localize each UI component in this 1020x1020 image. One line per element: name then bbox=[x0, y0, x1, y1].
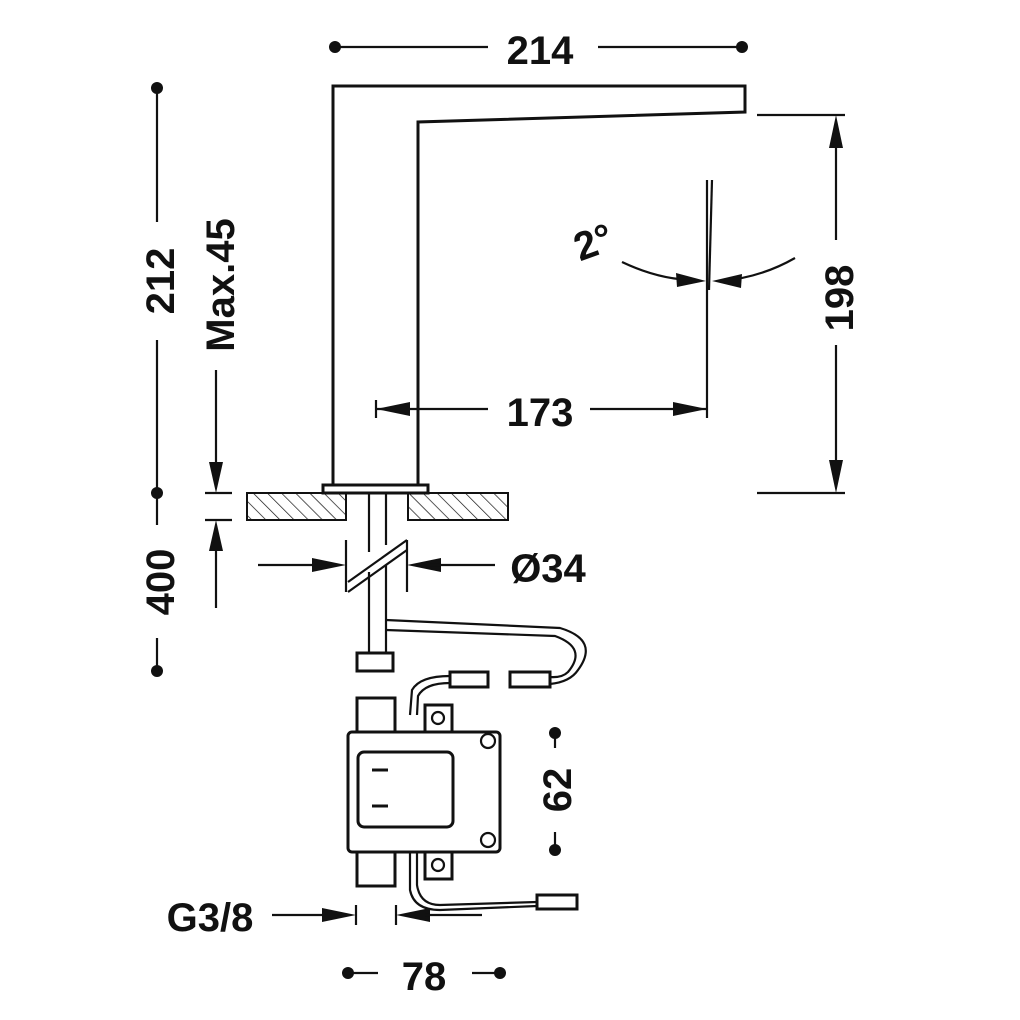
dimension-label-2deg: 2° bbox=[568, 216, 619, 270]
dimension-400-hose: 400 bbox=[139, 493, 183, 677]
dimension-label-78: 78 bbox=[402, 955, 447, 999]
supply-hose bbox=[347, 493, 587, 716]
dimension-max-45-deck: Max.45 bbox=[199, 218, 243, 608]
dimension-diameter-34: Ø34 bbox=[258, 540, 587, 592]
dimension-label-198: 198 bbox=[818, 265, 862, 332]
dimension-label-212: 212 bbox=[139, 248, 183, 315]
faucet-body bbox=[321, 84, 747, 495]
electronic-control-box bbox=[346, 696, 579, 912]
dimension-198-spout-height: 198 bbox=[757, 113, 862, 495]
dimension-label-214: 214 bbox=[507, 29, 574, 73]
dimension-label-62: 62 bbox=[536, 768, 580, 813]
countertop-section bbox=[246, 492, 509, 521]
dimension-2-degree-angle: 2° bbox=[568, 179, 796, 418]
dimension-label-max45: Max.45 bbox=[199, 218, 243, 351]
dimension-173-projection: 173 bbox=[374, 391, 707, 435]
dimension-78-box-width: 78 bbox=[342, 955, 506, 999]
dimension-label-400: 400 bbox=[139, 549, 183, 616]
dimension-212-height: 212 bbox=[139, 82, 183, 499]
dimension-label-173: 173 bbox=[507, 391, 574, 435]
dimension-label-diameter-34: Ø34 bbox=[510, 547, 586, 591]
dimension-label-g38: G3/8 bbox=[167, 896, 254, 940]
dimension-62-box-height: 62 bbox=[536, 727, 580, 856]
dimension-214-reach: 214 bbox=[329, 29, 748, 73]
dimension-g38-thread: G3/8 bbox=[167, 896, 482, 940]
